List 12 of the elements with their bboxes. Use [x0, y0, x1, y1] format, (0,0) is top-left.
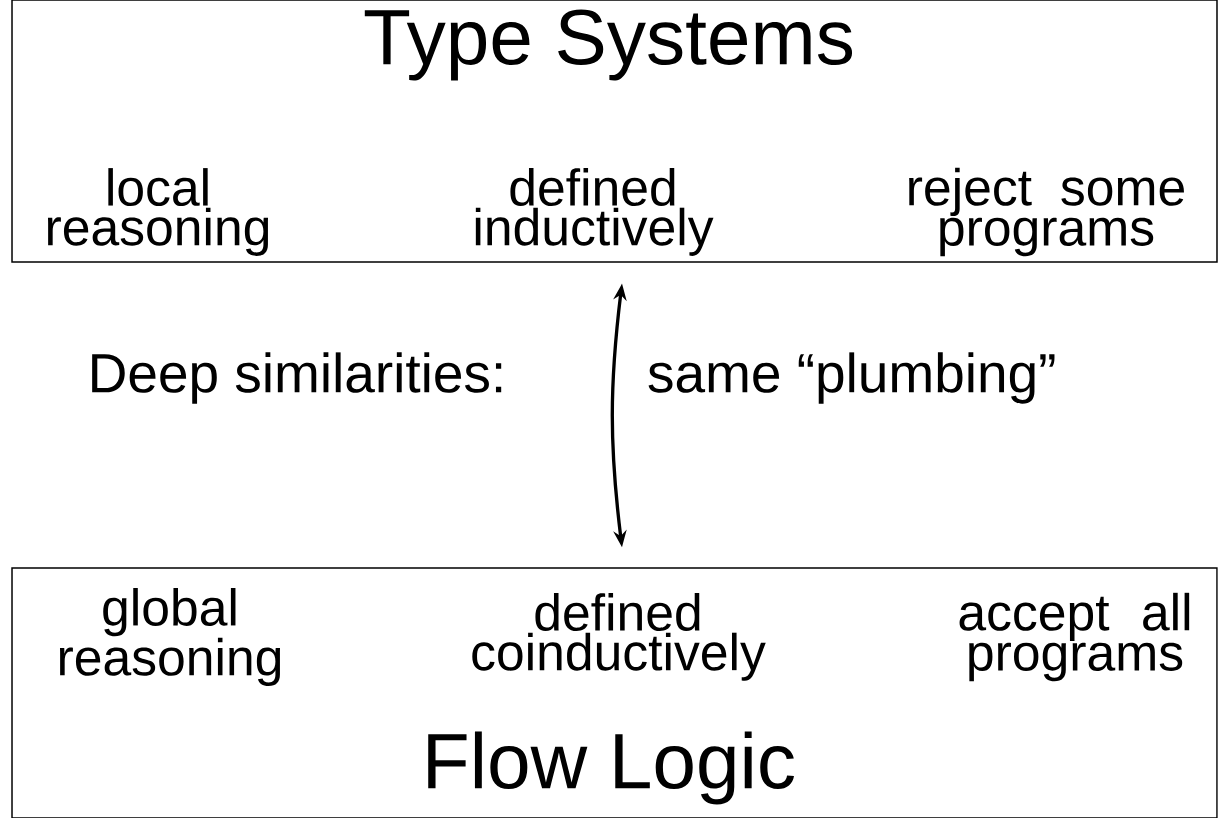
box-title: Type Systems	[364, 9, 853, 81]
box-text: global reasoning	[59, 588, 281, 686]
box-text: defined coinductively	[472, 593, 766, 681]
box-text: local reasoning	[47, 168, 269, 256]
box-text: accept all programs	[959, 592, 1190, 682]
side-label: Deep similarities:	[92, 352, 502, 404]
box-title: Flow Logic	[428, 731, 794, 805]
edge-label: same “plumbing”	[648, 352, 1055, 404]
box-text: reject some programs	[909, 167, 1184, 257]
text-box	[11, 567, 1218, 818]
text-box	[11, 0, 1218, 263]
box-text: defined inductively	[475, 168, 714, 256]
